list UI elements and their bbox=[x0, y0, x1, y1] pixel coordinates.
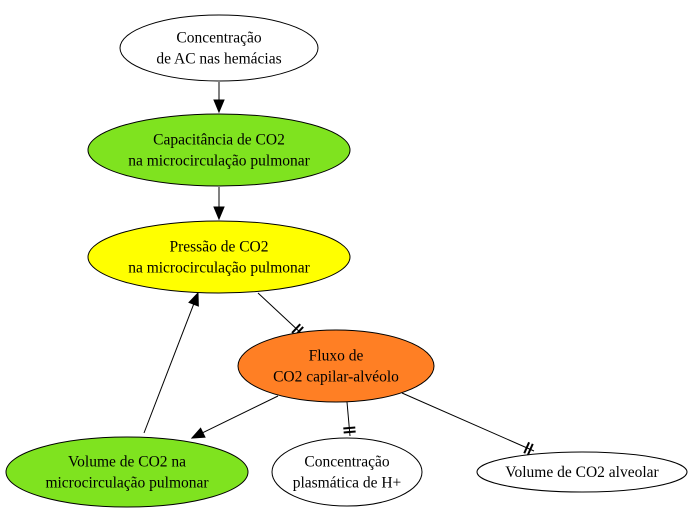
node-ellipse bbox=[237, 329, 435, 403]
node-label: Volume de CO2 alveolar bbox=[505, 464, 659, 481]
node-ellipse bbox=[476, 451, 688, 493]
tee-bar bbox=[527, 443, 534, 456]
node-label: na microcirculação pulmonar bbox=[128, 153, 310, 170]
edge-fluxo-vol bbox=[190, 395, 279, 439]
arrowhead bbox=[188, 291, 199, 307]
edge-line bbox=[257, 292, 303, 335]
node-ellipse bbox=[87, 220, 351, 294]
node-label: CO2 capilar-alvéolo bbox=[273, 369, 399, 386]
edge-line bbox=[401, 392, 535, 452]
tee-bar bbox=[343, 430, 356, 434]
node-label: de AC nas hemácias bbox=[156, 51, 281, 68]
arrowhead bbox=[190, 427, 206, 439]
edges-layer bbox=[143, 82, 535, 456]
node-alv: Volume de CO2 alveolar bbox=[476, 451, 688, 493]
edge-line bbox=[143, 304, 195, 434]
node-ac: Concentração de AC nas hemácias bbox=[119, 14, 319, 82]
edge-fluxo-h bbox=[343, 401, 356, 437]
node-ellipse bbox=[271, 437, 423, 507]
edge-fluxo-alv bbox=[401, 392, 535, 456]
edge-ac-cap bbox=[213, 82, 225, 114]
node-label: Capacitância de CO2 bbox=[153, 132, 285, 149]
edge-vol-press bbox=[143, 291, 199, 434]
node-vol: Volume de CO2 na microcirculação pulmonar bbox=[5, 436, 249, 508]
node-cap: Capacitância de CO2 na microcirculação pu… bbox=[87, 113, 351, 187]
node-press: Pressão de CO2 na microcirculação pulmona… bbox=[87, 220, 351, 294]
node-ellipse bbox=[119, 14, 319, 82]
tee-bar bbox=[343, 426, 356, 430]
node-label: Concentração bbox=[304, 454, 389, 471]
arrowhead bbox=[213, 99, 225, 114]
node-label: na microcirculação pulmonar bbox=[128, 260, 310, 277]
node-ellipse bbox=[5, 436, 249, 508]
edge-line bbox=[202, 395, 279, 434]
node-fluxo: Fluxo de CO2 capilar-alvéolo bbox=[237, 329, 435, 403]
tee-bar bbox=[523, 441, 531, 454]
node-label: plasmática de H+ bbox=[293, 475, 402, 492]
arrowhead bbox=[213, 206, 225, 221]
node-label: Fluxo de bbox=[309, 348, 364, 365]
node-h: Concentração plasmática de H+ bbox=[271, 437, 423, 507]
node-label: Concentração bbox=[176, 30, 261, 47]
edge-press-fluxo bbox=[257, 292, 304, 337]
nodes-layer: Concentração de AC nas hemáciasCapacitânc… bbox=[5, 14, 688, 508]
node-label: Volume de CO2 na bbox=[68, 454, 186, 471]
node-ellipse bbox=[87, 113, 351, 187]
node-label: microcirculação pulmonar bbox=[45, 475, 209, 492]
tee-bar bbox=[291, 323, 301, 334]
node-label: Pressão de CO2 bbox=[169, 239, 268, 256]
edge-line bbox=[346, 401, 351, 437]
edge-cap-press bbox=[213, 187, 225, 221]
